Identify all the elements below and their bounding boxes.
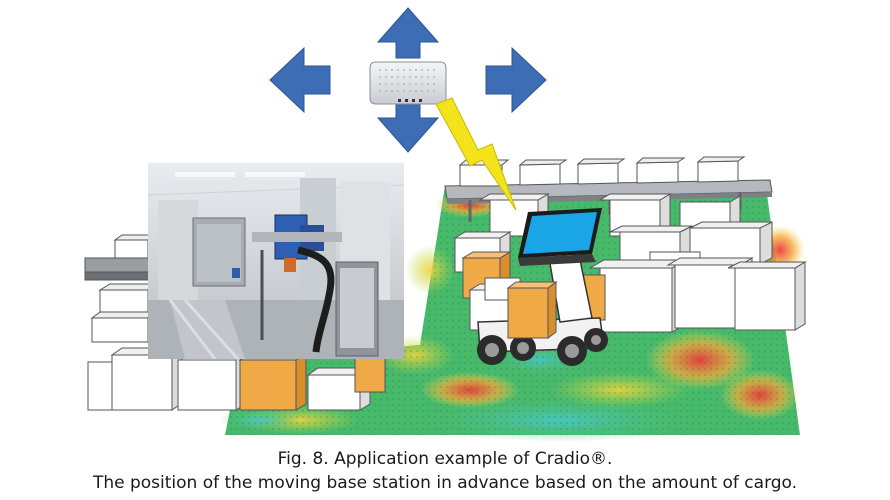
robot-cart-icon xyxy=(477,208,608,366)
figure-caption-description: The position of the moving base station … xyxy=(92,473,798,493)
base-station-icon xyxy=(369,61,447,105)
lightning-icon xyxy=(435,97,517,211)
inset-photo xyxy=(147,163,405,361)
shelf-top-boxes xyxy=(458,156,746,187)
four-way-arrow-icon xyxy=(269,7,547,153)
cargo-boxes-right xyxy=(453,193,807,333)
figure-caption-title: Fig. 8. Application example of Cradio®. xyxy=(277,449,613,469)
laptop-icon xyxy=(518,208,602,266)
